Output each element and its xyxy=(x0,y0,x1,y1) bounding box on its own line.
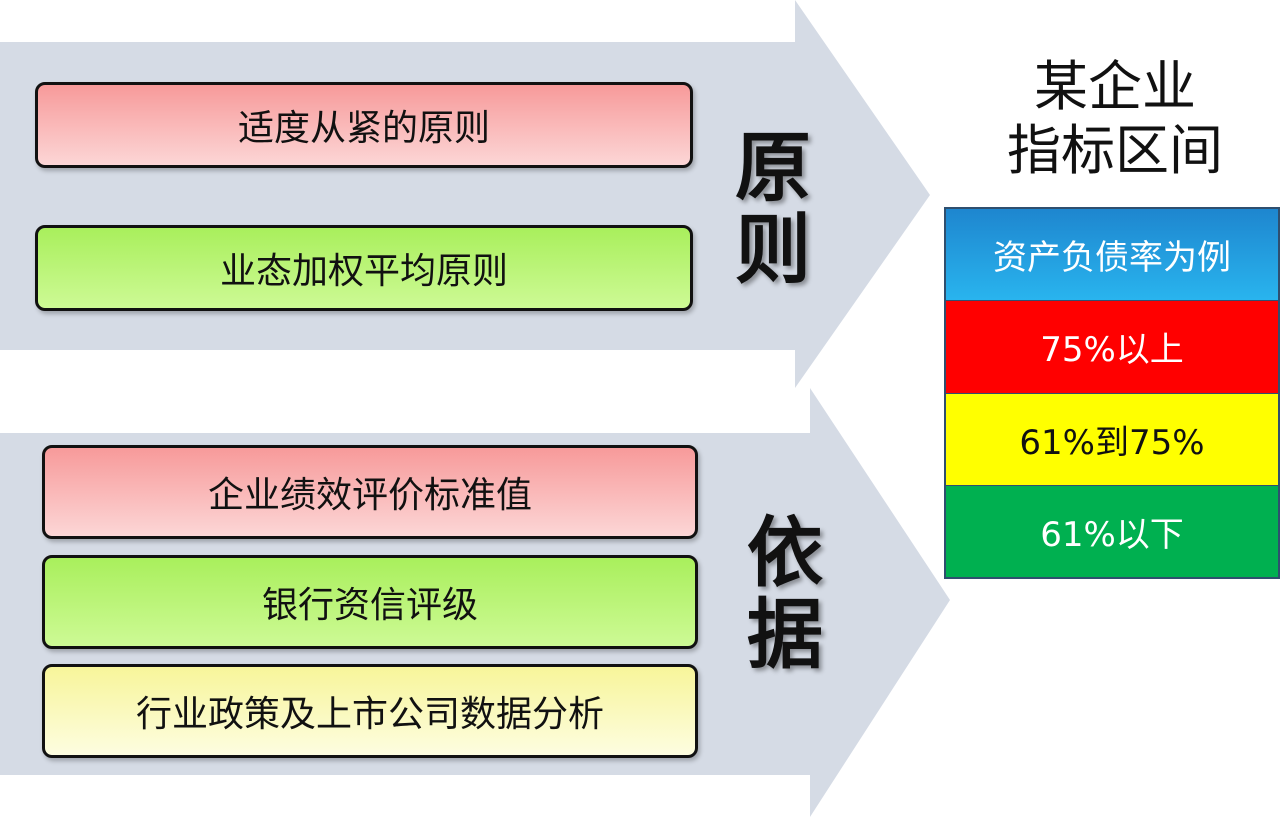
indicator-title-line-1: 某企业 xyxy=(1034,55,1196,118)
principle-box-2: 业态加权平均原则 xyxy=(35,225,693,311)
principle-box-1: 适度从紧的原则 xyxy=(35,82,693,168)
range-mid-cell: 61%到75% xyxy=(946,393,1278,486)
principle-label-1: 适度从紧的原则 xyxy=(237,108,490,149)
basis-label-1: 企业绩效评价标准值 xyxy=(207,475,532,516)
basis-heading: 依 据 xyxy=(735,512,835,676)
principles-heading-char-1: 原 xyxy=(735,123,811,212)
principles-heading-char-2: 则 xyxy=(735,205,811,294)
range-high-label: 75%以上 xyxy=(1040,330,1184,371)
indicator-header-label: 资产负债率为例 xyxy=(993,238,1231,279)
range-low-cell: 61%以下 xyxy=(946,485,1278,577)
basis-heading-char-1: 依 xyxy=(747,508,823,597)
range-high-cell: 75%以上 xyxy=(946,301,1278,394)
indicator-range-table: 资产负债率为例 75%以上 61%到75% 61%以下 xyxy=(944,207,1280,579)
basis-box-1: 企业绩效评价标准值 xyxy=(42,445,698,539)
indicator-header-cell: 资产负债率为例 xyxy=(946,209,1278,302)
principle-label-2: 业态加权平均原则 xyxy=(219,251,508,292)
range-mid-label: 61%到75% xyxy=(1019,422,1205,463)
indicator-title-line-2: 指标区间 xyxy=(1007,119,1223,182)
basis-box-2: 银行资信评级 xyxy=(42,555,698,649)
principles-heading: 原 则 xyxy=(723,127,823,291)
basis-label-3: 行业政策及上市公司数据分析 xyxy=(135,694,604,735)
range-low-label: 61%以下 xyxy=(1040,514,1184,555)
basis-box-3: 行业政策及上市公司数据分析 xyxy=(42,664,698,758)
indicator-title: 某企业 指标区间 xyxy=(960,55,1270,183)
basis-label-2: 银行资信评级 xyxy=(261,585,478,626)
basis-heading-char-2: 据 xyxy=(747,590,823,679)
